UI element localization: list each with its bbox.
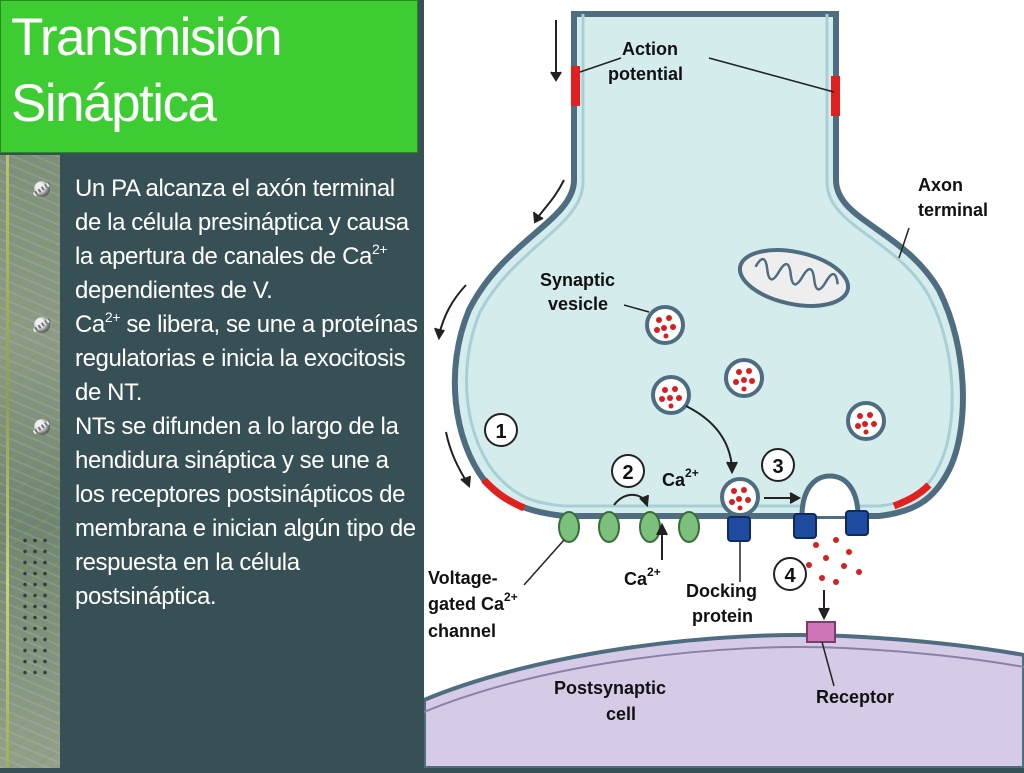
postsynaptic-membrane-inner [423,645,1024,713]
synaptic-vesicle [645,305,685,345]
leader-lines [523,57,910,687]
bullet-superscript: 2+ [104,309,121,325]
action-potential-marker [571,66,580,106]
step-1: 1 [484,413,518,447]
docking-protein [727,510,869,542]
bullet-icon [34,181,50,197]
title-line-1: Transmisión [11,8,283,67]
bullet-list: Un PA alcanza el axón terminal de la cél… [30,172,418,614]
synaptic-vesicle-label: vesicle [548,294,608,314]
bullet-text-tail: dependientes de V. [75,277,273,304]
docking-vesicle [720,477,760,517]
bullet-text: Un PA alcanza el axón terminal de la cél… [75,175,409,270]
axon-terminal-label: terminal [918,200,988,220]
axon-terminal-label: Axon [918,175,963,195]
bullet-item: Un PA alcanza el axón terminal de la cél… [30,172,418,308]
title-box: Transmisión Sináptica [0,0,418,153]
postsynaptic-cell-label: Postsynaptic [554,678,666,698]
docking-protein-label: protein [692,606,753,626]
bullet-icon [34,317,50,333]
action-potential-marker [831,76,840,116]
svg-text:2: 2 [622,462,633,484]
ca-label: Ca2+ [624,565,661,589]
voltage-gated-label: Voltage- [428,568,498,588]
synaptic-vesicle [651,375,691,415]
docking-protein-label: Docking [686,581,757,601]
decorative-texture-strip [0,155,60,768]
bullet-icon [34,419,50,435]
axon-terminal [451,11,966,519]
fusing-vesicle [799,473,861,517]
step-4: 4 [773,557,807,591]
action-potential-marker [892,482,932,510]
voltage-gated-label: channel [428,621,496,641]
bullet-superscript: 2+ [372,241,388,257]
bullet-text-tail: se libera, se une a proteínas regulatori… [75,311,418,406]
neurotransmitter-dots [806,537,862,585]
ca-entry-arrows [613,493,668,560]
nt-diffusion-arrow [818,590,830,621]
slide-title: Transmisión Sináptica [11,5,411,137]
flow-arrows [434,20,565,489]
step-3: 3 [761,448,795,482]
svg-text:1: 1 [495,421,506,443]
synaptic-vesicle [846,401,886,441]
svg-text:4: 4 [784,565,796,587]
bullet-text: NTs se difunden a lo largo de la hendidu… [75,413,416,610]
voltage-gated-label: gated Ca2+ [428,590,518,614]
ca-label: Ca2+ [662,466,699,490]
action-potential-marker [481,477,526,512]
decorative-line [6,155,9,768]
step-2: 2 [611,454,645,488]
axon-membrane-inner [465,14,954,508]
bullet-item: Ca2+ se libera, se une a proteínas regul… [30,308,418,410]
svg-text:3: 3 [772,456,783,478]
title-line-2: Sináptica [11,74,217,133]
action-potential-label: Action [622,39,678,59]
voltage-gated-ca-channel [558,511,700,543]
synaptic-vesicle-label: Synaptic [540,270,615,290]
vesicle-path-arrow [685,405,802,504]
synapse-diagram: 1 2 3 4 Action potential Axon terminal S… [422,0,1024,770]
synaptic-vesicle [724,358,764,398]
receptor-label: Receptor [816,687,894,707]
bullet-item: NTs se difunden a lo largo de la hendidu… [30,410,418,614]
bullet-text: Ca [75,311,105,338]
receptor [806,621,836,643]
postsynaptic-cell-label: cell [606,704,636,724]
action-potential-label: potential [608,64,683,84]
decorative-dots [20,535,50,675]
mitochondrion [737,248,851,308]
